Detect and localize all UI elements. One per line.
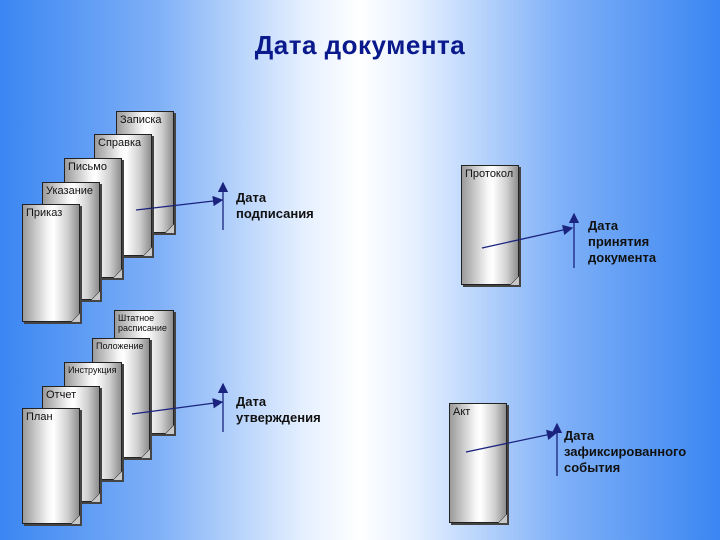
caption-event-date: Дата зафиксированного события: [564, 428, 687, 475]
caption-adoption-date: Дата принятия документа: [588, 218, 657, 265]
document-prikaz: Приказ: [22, 204, 80, 322]
document-label: Приказ: [26, 207, 63, 219]
arrow-event-date: [465, 422, 563, 476]
document-protokol: Протокол: [461, 165, 519, 285]
document-label: Отчет: [46, 389, 77, 401]
document-akt: Акт: [449, 403, 507, 523]
document-plan: План: [22, 408, 80, 524]
document-label: Указание: [46, 185, 94, 197]
document-label: Записка: [120, 114, 162, 126]
document-label: План: [26, 411, 53, 423]
arrow-adoption-date: [481, 212, 580, 268]
document-label: Письмо: [68, 161, 107, 173]
caption-signing-date: Дата подписания: [236, 190, 314, 221]
document-label: Справка: [98, 137, 142, 149]
arrow-signing-date: [135, 181, 229, 230]
document-label: Штатное расписание: [118, 313, 167, 333]
document-label: Положение: [96, 341, 144, 351]
caption-approval-date: Дата утверждения: [236, 394, 321, 425]
document-label: Протокол: [465, 168, 514, 180]
document-label: Акт: [453, 406, 471, 418]
arrow-approval-date: [131, 382, 229, 432]
slide-title: Дата документа: [254, 30, 466, 60]
document-label: Инструкция: [68, 365, 117, 375]
